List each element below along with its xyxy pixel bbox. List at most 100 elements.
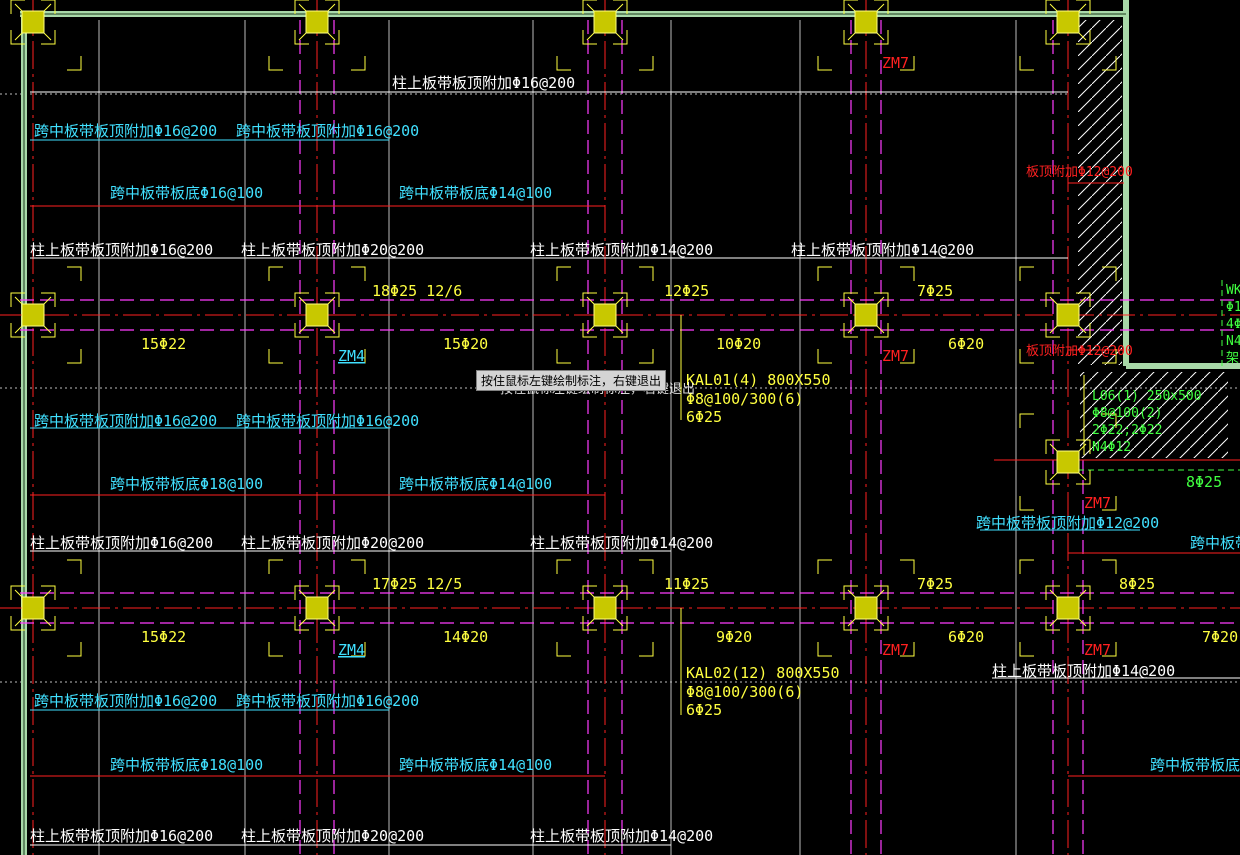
capital-diagonal xyxy=(14,589,52,627)
capital-diagonal xyxy=(847,589,885,627)
cyan-leader-lines xyxy=(30,139,1140,711)
label-col-strip-top: 柱上板带板顶附加Φ20@200 xyxy=(241,241,424,259)
label-mid-strip-top: 跨中板带板顶附加Φ16@200 xyxy=(34,692,217,710)
label-beam-rebar: 10Φ20 xyxy=(716,335,761,353)
columns xyxy=(21,10,1080,620)
label-mid-strip-bottom: 跨中板带板底Φ16@ xyxy=(1150,756,1240,774)
label-mid-strip-bottom: 跨中板带板底Φ14@100 xyxy=(399,756,552,774)
column[interactable] xyxy=(593,596,617,620)
label-beam-rebar: 7Φ20 xyxy=(1202,628,1238,646)
column[interactable] xyxy=(1056,10,1080,34)
label-col-strip-top: 柱上板带板顶附加Φ20@200 xyxy=(241,827,424,845)
capital-diagonal xyxy=(586,589,624,627)
label-edge-truncated: 4Φ xyxy=(1226,317,1240,332)
column[interactable] xyxy=(854,303,878,327)
label-beam-rebar: 15Φ20 xyxy=(443,335,488,353)
label-mid-strip-bottom: 跨中板带板底Φ18@100 xyxy=(110,475,263,493)
label-beam-l06-stirrup: Φ8@100(2) xyxy=(1092,406,1162,421)
capital-bracket xyxy=(1045,439,1091,485)
label-beam-rebar: 18Φ25 12/6 xyxy=(372,282,462,300)
label-col-strip-top: 柱上板带板顶附加Φ16@200 xyxy=(392,74,575,92)
column[interactable] xyxy=(21,303,45,327)
column[interactable] xyxy=(21,10,45,34)
capital-diagonal xyxy=(1049,296,1087,334)
label-edge-truncated: 架 xyxy=(1226,351,1239,366)
capital-bracket xyxy=(10,292,56,338)
label-col-strip-top: 柱上板带板顶附加Φ20@200 xyxy=(241,534,424,552)
label-mid-strip-top: 跨中板带板顶附加Φ16@200 xyxy=(236,412,419,430)
label-beam-l06-rebar: 2Φ22;2Φ22 xyxy=(1092,423,1162,438)
column[interactable] xyxy=(1056,450,1080,474)
label-mid-strip-top: 跨中板带板顶附加Φ12@200 xyxy=(976,514,1159,532)
label-beam-kal02: KAL02(12) 800X550 xyxy=(686,664,840,682)
label-beam-rebar: 8Φ25 xyxy=(1186,473,1222,491)
column[interactable] xyxy=(854,596,878,620)
label-mid-strip-top: 跨中板带 xyxy=(1190,534,1240,552)
label-col-strip-top: 柱上板带板顶附加Φ14@200 xyxy=(530,534,713,552)
capital-bracket xyxy=(556,559,654,657)
label-beam-kal01: KAL01(4) 800X550 xyxy=(686,371,831,389)
label-col-strip-top: 柱上板带板顶附加Φ16@200 xyxy=(30,827,213,845)
hatch-stair-area xyxy=(1080,372,1228,458)
label-beam-rebar: 8Φ25 xyxy=(1119,575,1155,593)
label-mid-strip-top: 跨中板带板顶附加Φ16@200 xyxy=(34,122,217,140)
label-beam-rebar: 11Φ25 xyxy=(664,575,709,593)
label-mid-strip-top: 跨中板带板顶附加Φ16@200 xyxy=(236,122,419,140)
label-column-mark: ZM7 xyxy=(882,641,909,659)
label-mid-strip-bottom: 跨中板带板底Φ18@100 xyxy=(110,756,263,774)
label-beam-rebar: 7Φ25 xyxy=(917,282,953,300)
label-mid-strip-bottom: 跨中板带板底Φ14@100 xyxy=(399,184,552,202)
capital-bracket xyxy=(582,585,628,631)
capital-bracket xyxy=(556,266,654,364)
label-beam-l06: L06(1) 250x500 xyxy=(1092,389,1202,404)
capital-bracket xyxy=(843,585,889,631)
capital-bracket xyxy=(268,266,366,364)
label-slab-top-additional: 板顶附加Φ12@200 xyxy=(1026,344,1133,359)
label-beam-rebar: 14Φ20 xyxy=(443,628,488,646)
label-beam-rebar: 9Φ20 xyxy=(716,628,752,646)
label-col-strip-top: 柱上板带板顶附加Φ14@200 xyxy=(992,662,1175,680)
slab-strip-lines xyxy=(20,20,1240,855)
label-beam-kal01-rebar: 6Φ25 xyxy=(686,408,722,426)
column[interactable] xyxy=(854,10,878,34)
capital-bracket xyxy=(10,585,56,631)
beam-leaders xyxy=(680,315,1085,715)
label-beam-rebar: 15Φ22 xyxy=(141,628,186,646)
label-beam-rebar: 15Φ22 xyxy=(141,335,186,353)
column[interactable] xyxy=(1056,596,1080,620)
column-capital-brackets xyxy=(10,0,1117,657)
label-mid-strip-top: 跨中板带板顶附加Φ16@200 xyxy=(236,692,419,710)
label-mid-strip-top: 跨中板带板顶附加Φ16@200 xyxy=(34,412,217,430)
label-col-strip-top: 柱上板带板顶附加Φ16@200 xyxy=(30,534,213,552)
capital-diagonal xyxy=(298,589,336,627)
column[interactable] xyxy=(593,10,617,34)
capital-diagonal xyxy=(586,3,624,41)
label-mid-strip-bottom: 跨中板带板底Φ16@100 xyxy=(110,184,263,202)
capital-bracket xyxy=(67,266,82,364)
label-edge-truncated: WK xyxy=(1226,283,1240,298)
label-column-mark: ZM7 xyxy=(1084,494,1111,512)
annotations: 柱上板带板顶附加Φ16@200 跨中板带板顶附加Φ16@200 跨中板带板顶附加… xyxy=(30,54,1240,845)
capital-diagonal xyxy=(14,3,52,41)
column[interactable] xyxy=(305,303,329,327)
label-beam-rebar: 6Φ20 xyxy=(948,335,984,353)
label-mid-strip-bottom: 跨中板带板底Φ14@100 xyxy=(399,475,552,493)
column[interactable] xyxy=(305,596,329,620)
capital-bracket xyxy=(843,292,889,338)
label-beam-kal02-stirrup: Φ8@100/300(6) xyxy=(686,683,803,701)
capital-bracket xyxy=(268,559,366,657)
label-col-strip-top: 柱上板带板顶附加Φ16@200 xyxy=(30,241,213,259)
column[interactable] xyxy=(1056,303,1080,327)
capital-bracket xyxy=(817,559,915,657)
label-column-mark: ZM4 xyxy=(338,641,365,659)
cursor-tooltip: 按住鼠标左键绘制标注，右键退出 xyxy=(476,370,667,391)
capital-bracket xyxy=(1019,266,1117,364)
column[interactable] xyxy=(593,303,617,327)
label-edge-truncated: Φ1 xyxy=(1226,300,1240,315)
column[interactable] xyxy=(305,10,329,34)
capital-bracket xyxy=(294,292,340,338)
capital-bracket xyxy=(1019,413,1117,511)
column[interactable] xyxy=(21,596,45,620)
capital-bracket xyxy=(1019,559,1117,657)
